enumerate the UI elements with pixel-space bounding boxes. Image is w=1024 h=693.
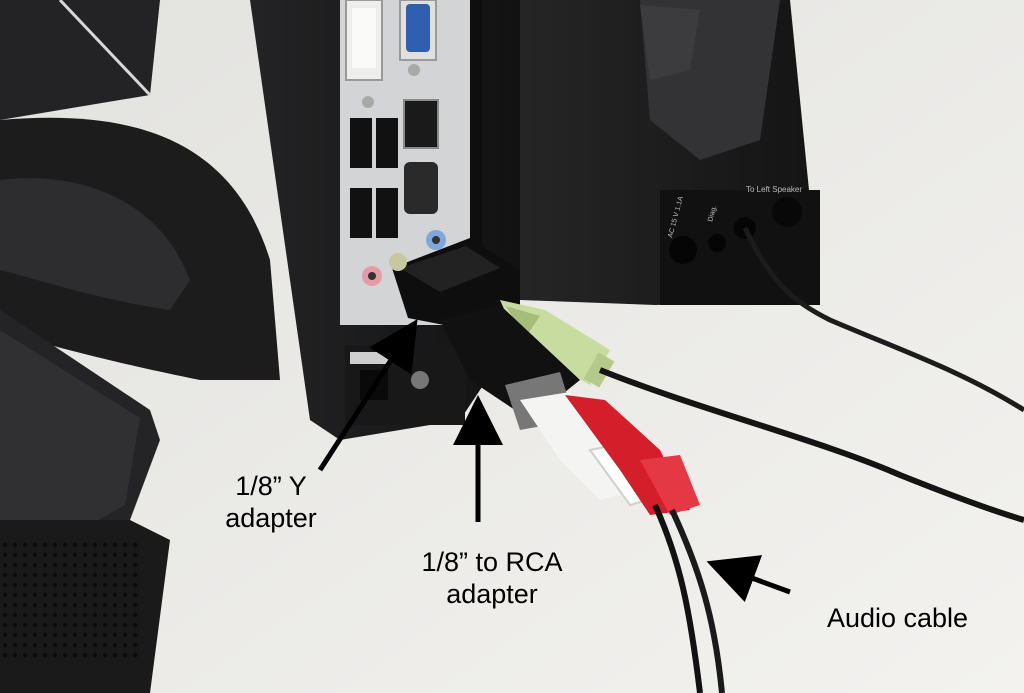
- y-adapter-label-line1: 1/8” Y: [235, 471, 307, 501]
- usb-port-3: [350, 188, 372, 238]
- audio-cable: [652, 503, 703, 693]
- speaker-cable: [742, 226, 1024, 413]
- usb-port-1: [350, 118, 372, 168]
- green-speaker-plug: [500, 300, 615, 388]
- ethernet-port: [403, 99, 439, 149]
- usb-port-4: [376, 188, 398, 238]
- speaker-diag-jack: [708, 234, 726, 252]
- rca-adapter-label: 1/8” to RCA adapter: [392, 546, 592, 610]
- green-plug-cable: [598, 367, 1024, 523]
- rca-adapter-label-line1: 1/8” to RCA: [421, 547, 563, 577]
- rca-adapter-label-line2: adapter: [446, 579, 538, 609]
- speaker-diag-text: Diag.: [707, 205, 718, 223]
- external-drive: [0, 310, 170, 693]
- y-adapter-arrow: [317, 319, 418, 472]
- speaker-to-left-text: To Left Speaker: [746, 185, 802, 194]
- audio-cable-label: Audio cable: [826, 603, 969, 633]
- y-adapter: [389, 238, 520, 330]
- speaker-power-jack: [669, 236, 697, 264]
- monitor-stand: [0, 0, 280, 380]
- y-adapter-label: 1/8” Y adapter: [196, 470, 346, 534]
- rca-red-plug: [565, 395, 700, 515]
- usb-port-2: [376, 118, 398, 168]
- speaker: AC 15 V 1.1A Diag. To Left Speaker: [508, 0, 820, 305]
- y-adapter-label-line2: adapter: [225, 503, 317, 533]
- audio-cable-arrow: [706, 555, 791, 603]
